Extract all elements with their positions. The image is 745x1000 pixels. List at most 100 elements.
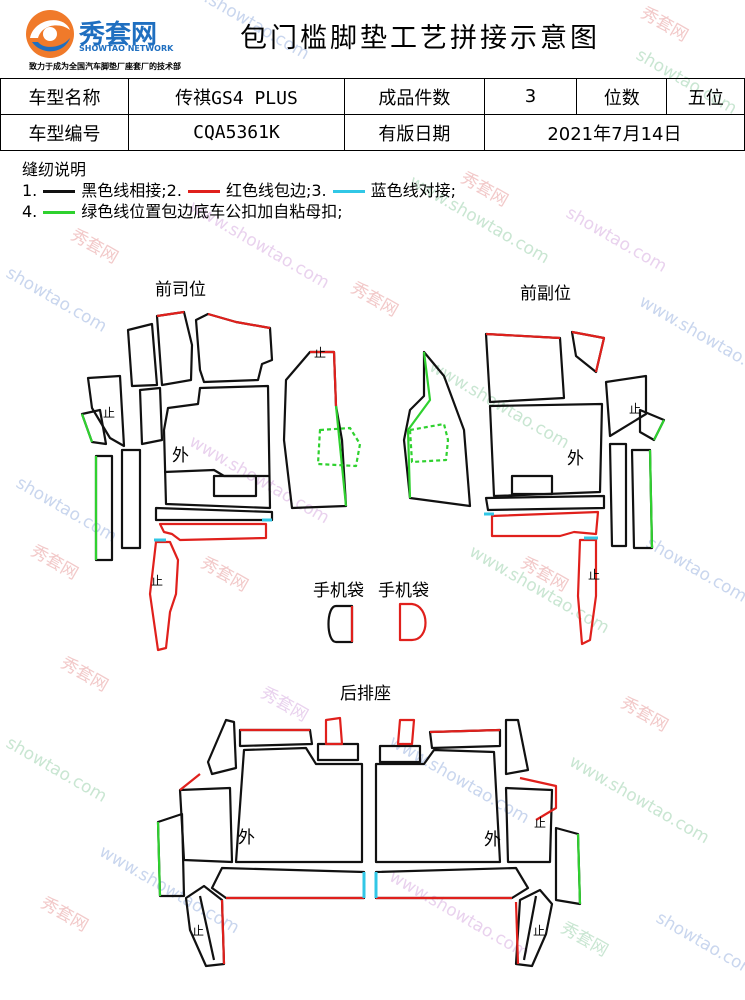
outside-mark: 外	[238, 828, 255, 848]
driver-top-left	[138, 386, 164, 446]
passenger-pillar	[402, 350, 472, 508]
stop-mark: 止	[314, 346, 327, 360]
front-driver-label: 前司位	[155, 280, 206, 300]
stop-mark: 止	[588, 568, 601, 582]
passenger-corner-red	[571, 330, 606, 373]
stop-mark: 止	[533, 924, 546, 938]
rear-left-side-red	[179, 773, 201, 791]
outside-mark: 外	[484, 830, 501, 850]
date-label: 有版日期	[343, 114, 485, 151]
driver-heel-pad-red-edge	[207, 312, 271, 330]
front-driver-mat	[80, 310, 362, 652]
stop-mark: 止	[192, 924, 205, 938]
rear-right-door-inner	[522, 895, 538, 961]
passenger-side-green-edge	[648, 449, 654, 549]
outside-mark: 外	[172, 446, 189, 466]
driver-pillar-red	[310, 350, 338, 407]
front-passenger-mat	[402, 330, 666, 646]
driver-pillar-green	[334, 405, 348, 507]
driver-pillar-dashed	[316, 426, 362, 468]
driver-vent	[212, 474, 258, 498]
rear-left-green	[156, 812, 186, 898]
driver-top-strip	[126, 322, 159, 388]
rear-right-tunnel	[378, 744, 422, 764]
front-passenger-label: 前副位	[520, 284, 571, 304]
rear-right-bottom	[374, 866, 530, 900]
table-row: 车型名称 传祺GS4 PLUS 成品件数 3 位数 五位	[0, 78, 745, 115]
rear-right-pillar	[504, 718, 530, 776]
model-code-value: CQA5361K	[128, 114, 345, 151]
rear-right-door	[514, 888, 554, 968]
driver-side-green	[94, 454, 114, 562]
rear-left-door-inner	[198, 895, 216, 961]
sewing-notes: 缝纫说明 1.黑色线相接;2.红色线包边;3.蓝色线对接; 4.绿色线位置包边底…	[22, 159, 456, 222]
logo-name: 秀套网	[79, 20, 158, 50]
rear-left-main	[234, 746, 364, 864]
note-4-text: 绿色线位置包边底车公扣加自粘母扣;	[81, 202, 343, 221]
vehicle-info-table: 车型名称 传祺GS4 PLUS 成品件数 3 位数 五位 车型编号 CQA536…	[0, 78, 745, 151]
rear-right-side	[504, 786, 554, 864]
rear-left-green-edge	[156, 821, 162, 897]
passenger-side-strip	[608, 442, 628, 548]
phone-pocket-left	[327, 604, 354, 644]
driver-heel-pad	[194, 312, 274, 384]
driver-main	[162, 384, 272, 510]
passenger-main-red	[485, 332, 561, 340]
passenger-pillar-green	[406, 351, 432, 499]
driver-side-strip	[120, 448, 142, 550]
rear-left-top	[238, 728, 314, 748]
passenger-door-strip	[576, 538, 598, 646]
notes-heading: 缝纫说明	[22, 160, 87, 179]
page-title: 包门槛脚垫工艺拼接示意图	[240, 23, 600, 54]
green-line-swatch	[43, 211, 76, 214]
passenger-right-small-green	[653, 419, 665, 441]
phone-pocket-label-1: 手机袋	[313, 581, 364, 601]
passenger-vent	[510, 474, 554, 496]
driver-door-strip	[148, 540, 180, 652]
passenger-side-green	[630, 448, 654, 550]
rear-right-green-edge	[576, 833, 582, 905]
blue-line-swatch	[332, 190, 365, 193]
note-2-text: 红色线包边;	[225, 181, 312, 200]
rear-left-tunnel	[316, 742, 360, 762]
stop-mark: 止	[151, 574, 164, 588]
passenger-right-wedge	[604, 374, 648, 438]
rear-right-main	[374, 748, 502, 864]
notes-line-2: 4. 绿色线位置包边底车公扣加自粘母扣;	[22, 201, 456, 222]
note-3-number: 3.	[311, 181, 327, 200]
logo-swirl-icon	[26, 10, 74, 58]
rear-left-tunnel-red	[324, 716, 344, 746]
note-1-number: 1.	[22, 181, 38, 200]
rear-right-tunnel-red	[396, 718, 416, 746]
passenger-body	[488, 402, 604, 498]
passenger-main	[484, 332, 566, 404]
rear-right-door-red	[514, 901, 520, 965]
black-line-swatch	[43, 190, 76, 193]
rear-left-door-red	[220, 899, 226, 965]
note-3-text: 蓝色线对接;	[370, 181, 457, 200]
pieces-label: 成品件数	[343, 78, 485, 115]
model-code-label: 车型编号	[0, 114, 130, 151]
stop-mark: 止	[629, 402, 642, 416]
stop-mark: 止	[534, 816, 547, 830]
phone-pocket-right	[398, 602, 427, 642]
passenger-pillar-dashed	[408, 422, 450, 464]
note-4-number: 4.	[22, 202, 38, 221]
rear-right-side-red	[519, 776, 558, 821]
date-value: 2021年7月14日	[483, 114, 745, 151]
rear-right-green	[554, 826, 582, 906]
rear-seat-mat	[156, 716, 582, 968]
driver-top-strip-red	[155, 310, 194, 387]
passenger-bottom-red	[490, 510, 600, 538]
seats-label: 位数	[576, 78, 668, 115]
rear-left-side	[178, 786, 234, 864]
driver-bottom-strip	[154, 506, 274, 522]
driver-pillar	[282, 350, 348, 510]
logo-subtitle: SHOWTAO NETWORK	[79, 44, 174, 53]
logo-slogan: 致力于成为全国汽车脚垫厂座套厂的技术部	[29, 62, 181, 71]
driver-left-small-green	[80, 413, 94, 443]
red-line-swatch	[187, 190, 220, 193]
notes-line-1: 1.黑色线相接;2.红色线包边;3.蓝色线对接;	[22, 180, 456, 201]
driver-bottom-red	[158, 522, 268, 542]
passenger-bottom-strip	[484, 494, 606, 512]
